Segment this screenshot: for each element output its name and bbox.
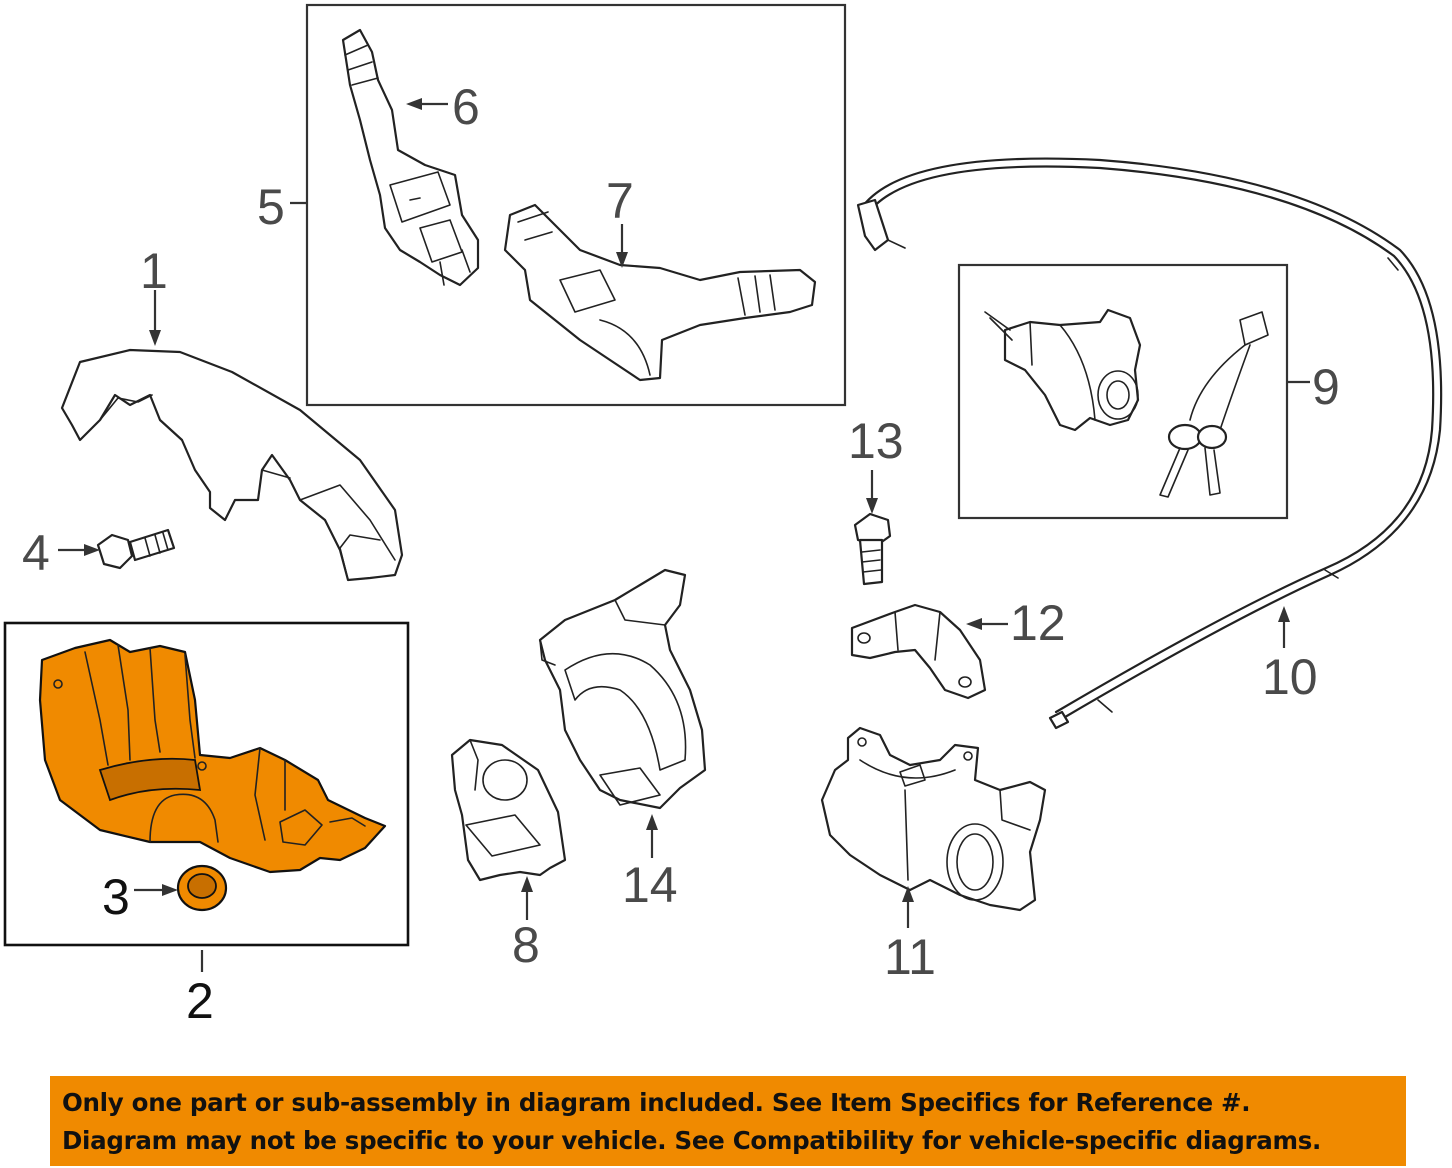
part-3-grommet[interactable]: [176, 864, 228, 912]
part-8-steering-angle-sensor[interactable]: [450, 738, 567, 882]
callout-1: 1: [140, 243, 168, 299]
callout-2: 2: [186, 973, 214, 1029]
callout-6: 6: [452, 79, 480, 135]
part-14-clock-spring[interactable]: [538, 568, 707, 810]
switch-assembly-frame: [305, 3, 847, 407]
callout-5: 5: [257, 179, 285, 235]
part-1-upper-column-cover[interactable]: [60, 348, 404, 582]
callout-3: 3: [102, 869, 130, 925]
callout-14: 14: [622, 857, 678, 913]
lower-cover-frame: [3, 621, 410, 947]
part-6-multifunction-switch[interactable]: [341, 28, 480, 287]
part-13-bolt[interactable]: [853, 512, 892, 586]
callout-13: 13: [848, 413, 904, 469]
disclaimer-line-2: Diagram may not be specific to your vehi…: [62, 1126, 1321, 1155]
callout-11: 11: [884, 929, 936, 985]
callout-8: 8: [512, 917, 540, 973]
callout-9: 9: [1312, 359, 1340, 415]
part-12-bracket[interactable]: [850, 603, 987, 700]
part-9-keys[interactable]: [1159, 311, 1269, 498]
callout-7: 7: [606, 173, 634, 229]
disclaimer-line-1: Only one part or sub-assembly in diagram…: [62, 1088, 1251, 1117]
callout-12: 12: [1010, 595, 1066, 651]
lock-cylinder-frame: [957, 263, 1289, 520]
part-4-screw[interactable]: [96, 528, 176, 570]
part-10-cable[interactable]: [856, 157, 1443, 730]
part-11-lock-housing[interactable]: [820, 726, 1047, 912]
part-2-lower-column-cover[interactable]: [38, 638, 387, 874]
callout-4: 4: [22, 525, 50, 581]
part-9-lock-cylinder[interactable]: [984, 308, 1142, 432]
part-7-wiper-switch[interactable]: [503, 203, 817, 382]
disclaimer-banner: Only one part or sub-assembly in diagram…: [50, 1076, 1406, 1166]
callout-10: 10: [1262, 649, 1318, 705]
